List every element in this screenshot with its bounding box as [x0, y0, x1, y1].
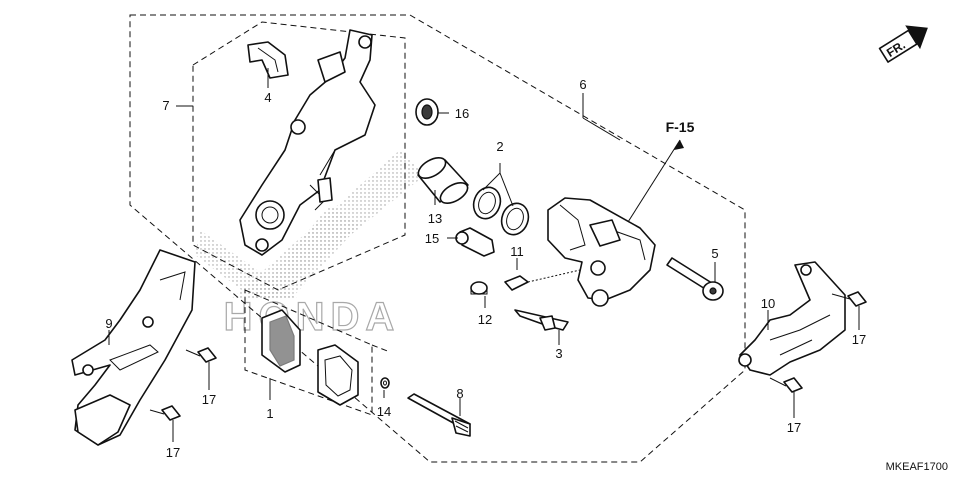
callout-14: 14: [377, 404, 391, 419]
callout-17-left-lower: 17: [166, 445, 180, 460]
front-direction-marker: FR.: [878, 25, 928, 63]
piston-part-13: [417, 156, 469, 205]
honda-wing-watermark: HONDA: [195, 150, 425, 340]
caliper-body-part-6: [547, 197, 656, 307]
callout-15: 15: [425, 231, 439, 246]
bleeder-part-15: [455, 227, 495, 257]
diagram-code: MKEAF1700: [886, 461, 948, 473]
callout-3: 3: [555, 346, 562, 361]
disc-guard-part-9: [71, 249, 196, 446]
reference-f15: F-15: [666, 119, 695, 135]
brake-pads-part-1: [261, 309, 359, 406]
callout-11: 11: [510, 244, 524, 259]
group-outline-7: [192, 21, 406, 291]
pad-retainer-part-3: [514, 309, 569, 331]
guard-bracket-part-10: [738, 261, 846, 376]
washer-part-14: [380, 377, 390, 389]
callout-17-left-upper: 17: [202, 392, 216, 407]
callout-10: 10: [761, 296, 775, 311]
callout-7: 7: [162, 98, 169, 113]
group-outline-6: [129, 14, 746, 463]
callout-6: 6: [579, 77, 586, 92]
boot-part-16: [415, 98, 439, 126]
callout-8: 8: [456, 386, 463, 401]
pad-spring-part-4: [247, 41, 289, 79]
caliper-pin-part-5: [666, 257, 724, 301]
callout-2: 2: [496, 139, 503, 154]
bolt-part-17-upper-right: [831, 291, 867, 307]
callout-12: 12: [478, 312, 492, 327]
outline-connector: [371, 344, 391, 353]
callout-17-right-upper: 17: [852, 332, 866, 347]
callout-16: 16: [455, 106, 469, 121]
group-outline-1: [244, 289, 373, 416]
callout-1: 1: [266, 406, 273, 421]
bolt-part-17-lower-right: [769, 377, 803, 393]
leader-lines: [108, 68, 860, 442]
caliper-bracket-part-7: [239, 29, 376, 256]
callout-9: 9: [105, 316, 112, 331]
callout-5: 5: [711, 246, 718, 261]
callout-17-right-lower: 17: [787, 420, 801, 435]
bolt-part-17-upper-left: [185, 347, 217, 363]
pad-pin-part-8: [407, 393, 471, 437]
callout-4: 4: [264, 90, 271, 105]
bolt-part-17-lower-left: [149, 405, 181, 421]
piston-seals-part-2: [472, 186, 530, 236]
bleeder-screw-part-11: [504, 269, 581, 291]
watermark-text: HONDA: [224, 295, 401, 339]
cap-part-12: [470, 281, 488, 295]
callout-13: 13: [428, 211, 442, 226]
